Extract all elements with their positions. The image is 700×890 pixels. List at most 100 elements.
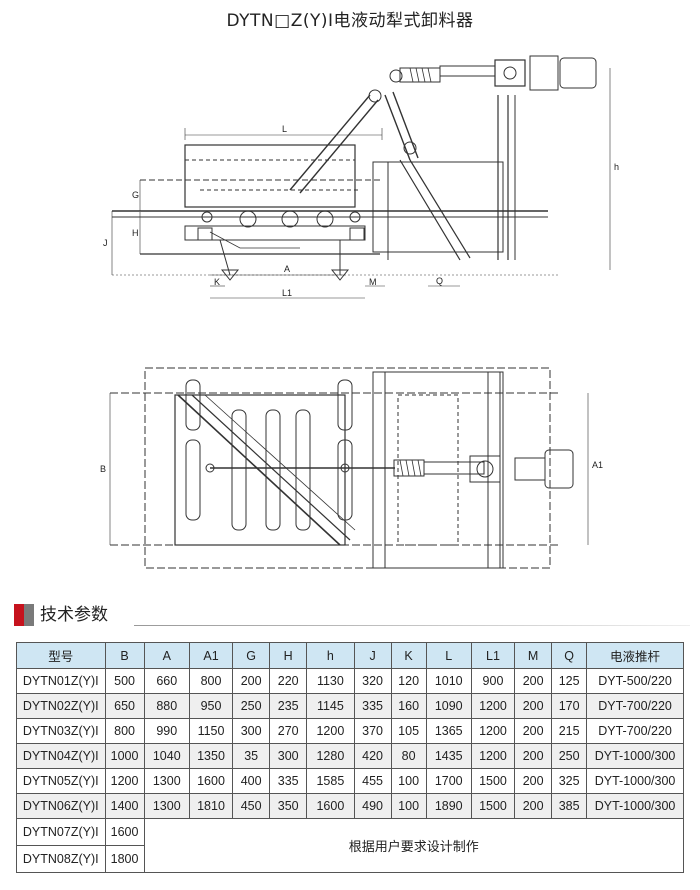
table-cell: 325 [551,768,588,794]
table-cell: 1585 [306,768,355,794]
table-cell: 1500 [470,768,516,794]
table-cell: 1010 [425,668,472,694]
dim-label-h: h [614,162,619,172]
table-cell: 1890 [425,793,472,819]
table-cell: 660 [143,668,190,694]
table-cell: 1810 [188,793,234,819]
table-cell: DYTN06Z(Y)I [16,793,106,819]
table-cell: 990 [143,718,190,744]
header-cell: K [390,642,427,669]
table-cell: 385 [551,793,588,819]
table-cell: DYTN03Z(Y)I [16,718,106,744]
table-cell: 170 [551,693,588,719]
header-cell: h [306,642,355,669]
table-cell: 455 [353,768,392,794]
table-cell: 1145 [306,693,355,719]
table-cell: 350 [269,793,308,819]
table-cell: 650 [104,693,145,719]
table-cell: 500 [104,668,145,694]
header-cell: 电液推杆 [586,642,684,669]
table-header-row: 型号 B A A1 G H h J K L L1 M Q 电液推杆 [16,642,684,669]
section-header: 技术参数 [14,602,690,628]
dim-label-M: M [369,277,377,287]
table-cell: 300 [232,718,271,744]
table-cell: 200 [514,718,553,744]
custom-design-note: 根据用户要求设计制作 [143,818,685,873]
table-cell: 100 [390,793,427,819]
header-cell: J [353,642,392,669]
dim-label-A1: A1 [592,460,603,470]
header-cell: B [104,642,145,669]
table-cell: 880 [143,693,190,719]
table-cell: DYT-500/220 [586,668,684,694]
table-cell: 420 [353,743,392,769]
header-cell: Q [551,642,588,669]
table-cell: 1300 [143,768,190,794]
table-cell: DYTN04Z(Y)I [16,743,106,769]
dim-label-L1: L1 [282,288,292,298]
table-cell: 220 [269,668,308,694]
table-cell: 200 [514,668,553,694]
plan-view [109,367,589,569]
header-cell: H [269,642,308,669]
table-cell: 215 [551,718,588,744]
dim-label-L: L [282,124,287,134]
table-cell: 160 [390,693,427,719]
table-cell: 1600 [306,793,355,819]
table-cell: 800 [188,668,234,694]
header-cell: A1 [188,642,234,669]
dim-label-H: H [132,228,139,238]
header-cell: G [232,642,271,669]
table-cell: 1200 [306,718,355,744]
table-cell: 1500 [470,793,516,819]
dim-label-G: G [132,190,139,200]
table-cell: 900 [470,668,516,694]
section-title: 技术参数 [40,605,108,625]
table-cell: DYT-1000/300 [586,768,684,794]
table-cell: 320 [353,668,392,694]
header-cell: L1 [470,642,516,669]
table-cell: 1600 [188,768,234,794]
table-cell: DYT-1000/300 [586,743,684,769]
table-cell: DYTN08Z(Y)I [16,845,106,873]
header-cell: L [425,642,472,669]
table-cell: 1600 [104,818,145,846]
table-cell: DYT-700/220 [586,693,684,719]
table-cell: 1300 [143,793,190,819]
table-cell: 400 [232,768,271,794]
table-cell: 950 [188,693,234,719]
table-cell: 1700 [425,768,472,794]
table-cell: 125 [551,668,588,694]
table-cell: 200 [514,768,553,794]
page-title: DYTN□Z(Y)I电液动犁式卸料器 [226,11,474,31]
dim-label-B: B [100,464,106,474]
table-cell: 1040 [143,743,190,769]
table-cell: 1200 [470,693,516,719]
table-row: DYTN07Z(Y)I 1600 根据用户要求设计制作 [16,818,685,873]
header-cell: A [143,642,190,669]
table-cell: 1000 [104,743,145,769]
table-cell: 1090 [425,693,472,719]
dim-label-J: J [103,238,108,248]
table-cell: 1365 [425,718,472,744]
table-cell: DYTN01Z(Y)I [16,668,106,694]
table-cell: 1130 [306,668,355,694]
section-marker-gray [24,604,34,626]
table-cell: DYT-700/220 [586,718,684,744]
table-cell: 335 [353,693,392,719]
table-cell: 1200 [470,743,516,769]
table-cell: 490 [353,793,392,819]
table-cell: 200 [514,743,553,769]
table-cell: DYTN02Z(Y)I [16,693,106,719]
table-cell: DYTN07Z(Y)I [16,818,106,846]
table-cell: 270 [269,718,308,744]
table-cell: DYT-1000/300 [586,793,684,819]
table-cell: 450 [232,793,271,819]
section-divider [134,625,690,626]
section-marker-red [14,604,24,626]
table-cell: 80 [390,743,427,769]
